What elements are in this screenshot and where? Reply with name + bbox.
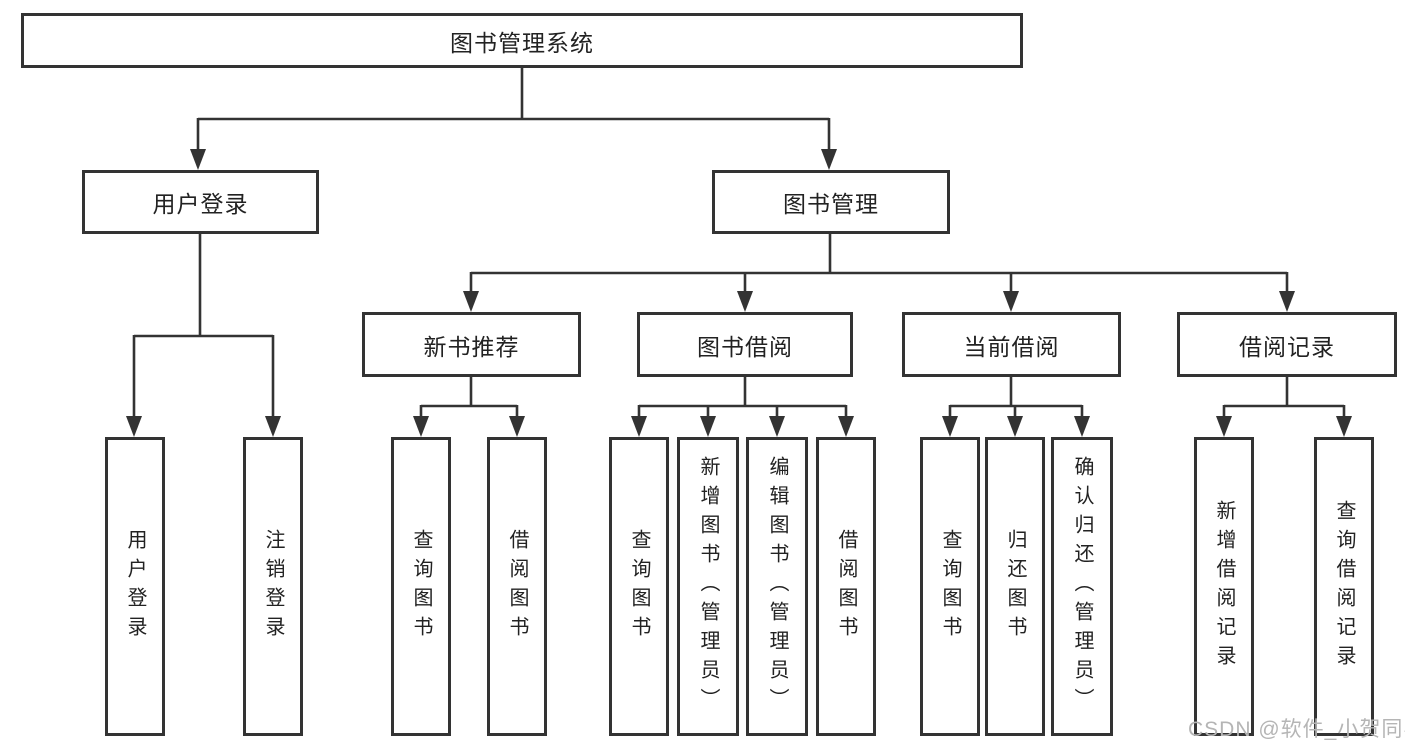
leaf-edit-book-admin: 编辑图书（管理员） bbox=[746, 437, 808, 736]
leaf-add-book-admin-label: 新增图书（管理员） bbox=[697, 456, 719, 717]
leaf-user-login-label: 用户登录 bbox=[124, 528, 146, 645]
leaf-add-borrow-record: 新增借阅记录 bbox=[1194, 437, 1254, 736]
leaf-user-login: 用户登录 bbox=[105, 437, 165, 736]
node-borrowing-records-label: 借阅记录 bbox=[1239, 333, 1335, 360]
arrowheads bbox=[126, 149, 1352, 437]
node-current-borrowing: 当前借阅 bbox=[902, 312, 1121, 377]
node-book-borrowing-label: 图书借阅 bbox=[697, 333, 793, 360]
node-new-book-recommend: 新书推荐 bbox=[362, 312, 581, 377]
leaf-query-books-current: 查询图书 bbox=[920, 437, 980, 736]
leaf-query-borrow-record-label: 查询借阅记录 bbox=[1333, 499, 1355, 674]
leaf-logout-label: 注销登录 bbox=[262, 528, 284, 645]
leaf-add-book-admin: 新增图书（管理员） bbox=[677, 437, 739, 736]
leaf-query-books-recommend: 查询图书 bbox=[391, 437, 451, 736]
node-root-system: 图书管理系统 bbox=[21, 13, 1023, 68]
leaf-query-books-recommend-label: 查询图书 bbox=[410, 528, 432, 645]
leaf-borrow-books-borrowing: 借阅图书 bbox=[816, 437, 876, 736]
leaf-query-books-borrowing: 查询图书 bbox=[609, 437, 669, 736]
node-current-borrowing-label: 当前借阅 bbox=[963, 333, 1060, 360]
leaf-borrow-books-recommend-label: 借阅图书 bbox=[506, 528, 528, 645]
leaf-add-borrow-record-label: 新增借阅记录 bbox=[1213, 499, 1235, 674]
leaf-query-borrow-record: 查询借阅记录 bbox=[1314, 437, 1374, 736]
leaf-borrow-books-recommend: 借阅图书 bbox=[487, 437, 547, 736]
node-user-login: 用户登录 bbox=[82, 170, 319, 234]
leaf-borrow-books-borrowing-label: 借阅图书 bbox=[835, 528, 857, 645]
node-root-label: 图书管理系统 bbox=[450, 29, 594, 56]
node-book-management-label: 图书管理 bbox=[783, 191, 879, 217]
node-book-borrowing: 图书借阅 bbox=[637, 312, 853, 377]
leaf-return-book: 归还图书 bbox=[985, 437, 1045, 736]
leaf-query-books-borrowing-label: 查询图书 bbox=[628, 528, 650, 645]
leaf-logout: 注销登录 bbox=[243, 437, 303, 736]
leaf-confirm-return-admin-label: 确认归还（管理员） bbox=[1071, 456, 1093, 717]
leaf-return-book-label: 归还图书 bbox=[1004, 528, 1026, 645]
node-new-book-recommend-label: 新书推荐 bbox=[423, 333, 520, 360]
node-user-login-label: 用户登录 bbox=[152, 191, 249, 217]
node-book-management: 图书管理 bbox=[712, 170, 950, 234]
csdn-watermark: CSDN @软件_小贺同学 bbox=[1188, 718, 1405, 741]
leaf-edit-book-admin-label: 编辑图书（管理员） bbox=[766, 456, 788, 717]
leaf-query-books-current-label: 查询图书 bbox=[939, 528, 961, 645]
leaf-confirm-return-admin: 确认归还（管理员） bbox=[1051, 437, 1113, 736]
node-borrowing-records: 借阅记录 bbox=[1177, 312, 1397, 377]
